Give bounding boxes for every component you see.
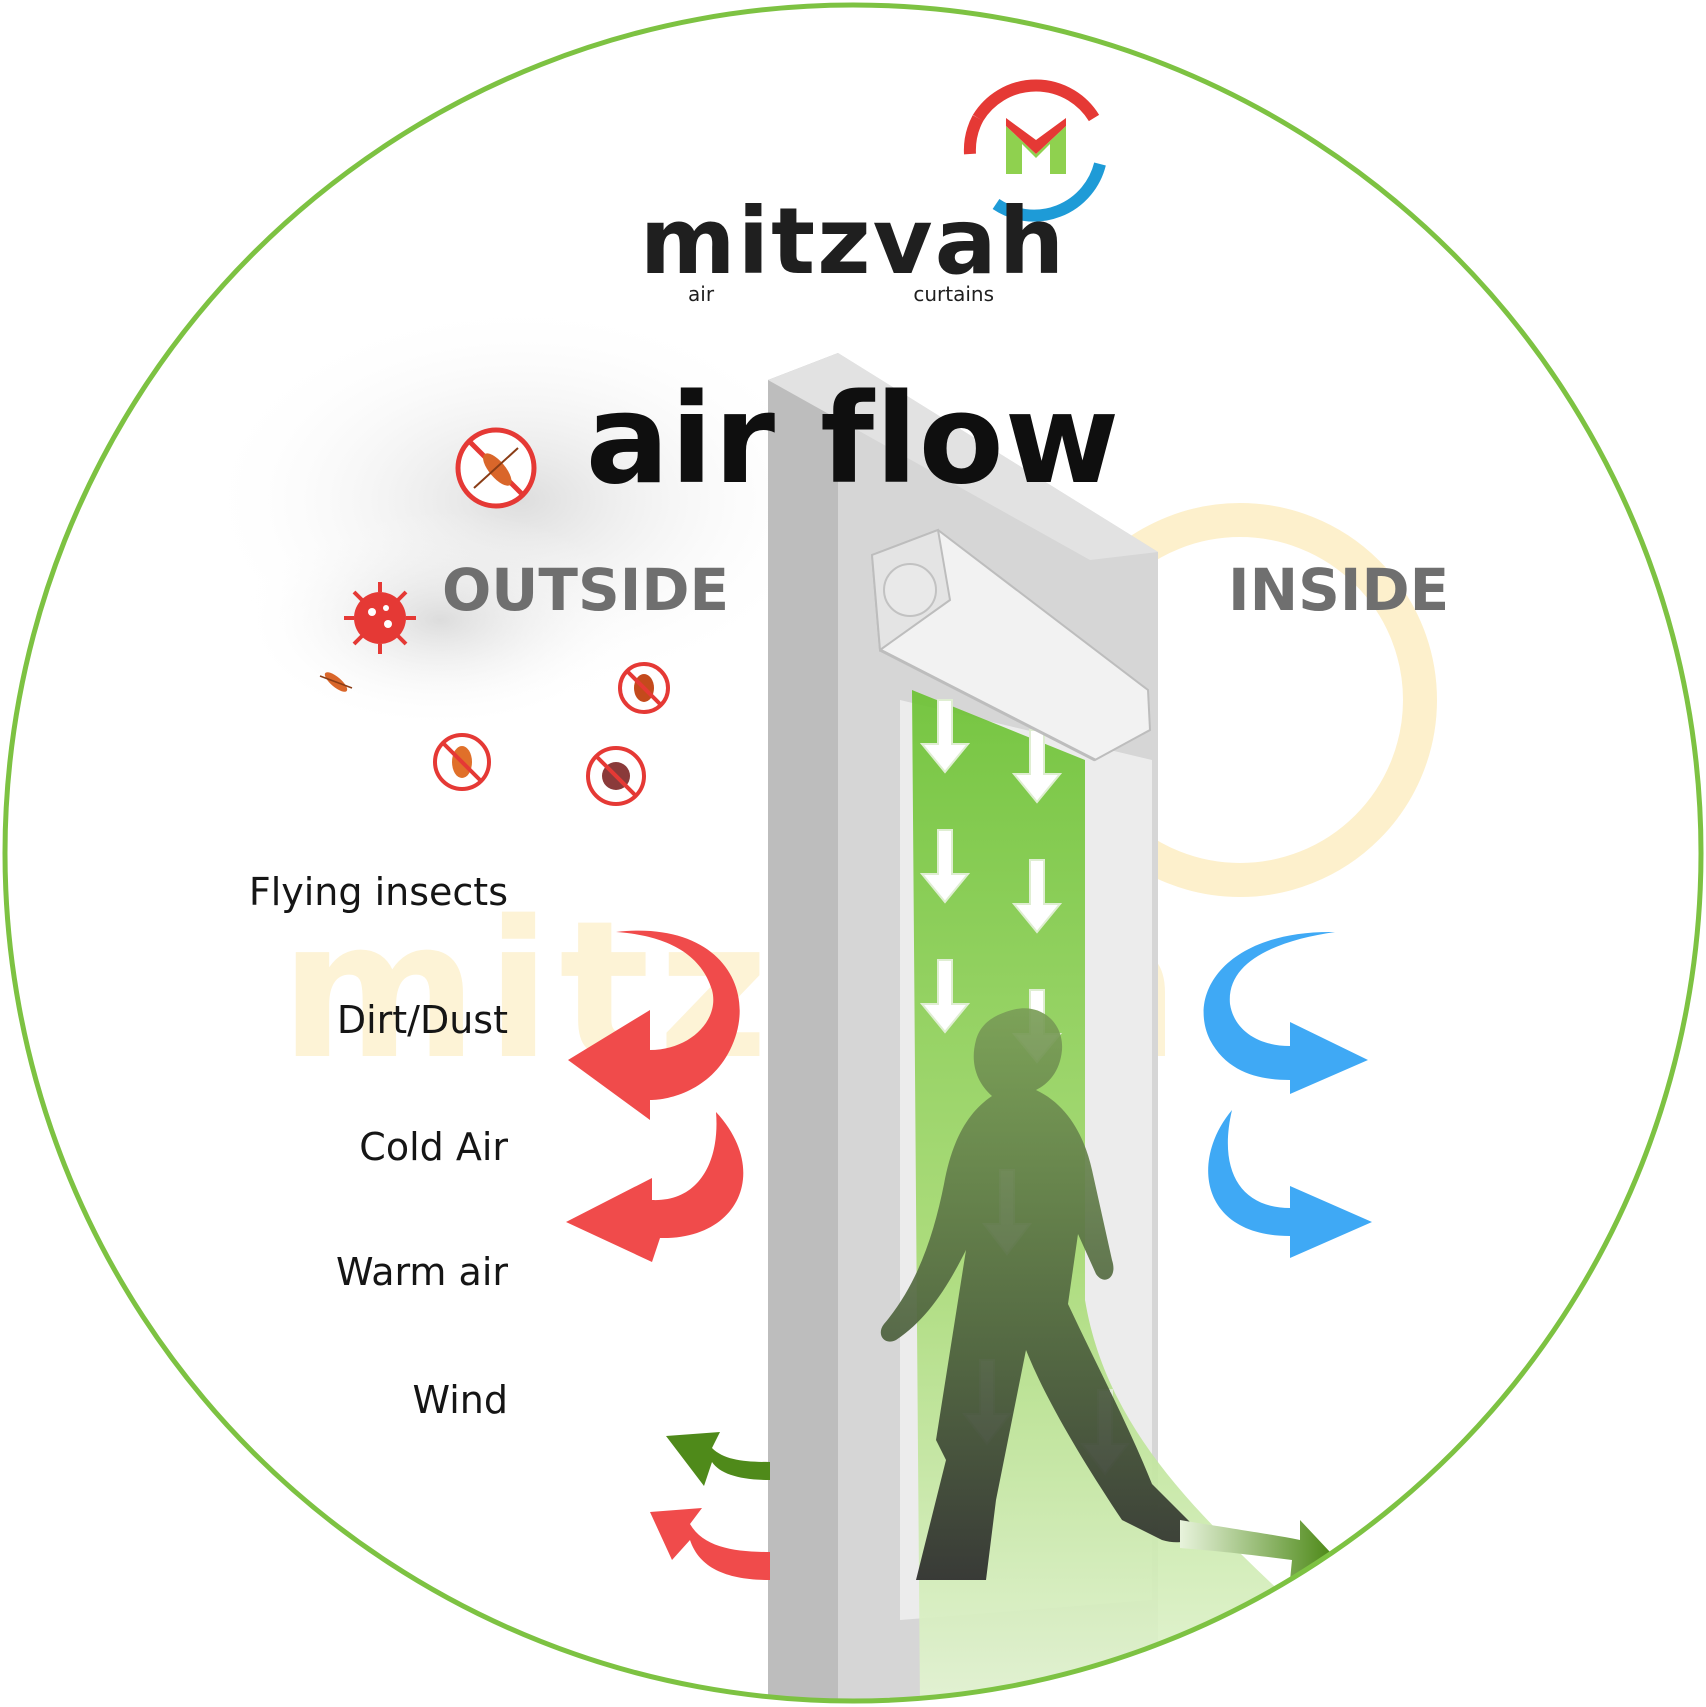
down-arrow-icon xyxy=(919,959,971,1034)
dust-cloud-2 xyxy=(240,510,640,730)
outside-deflect-arrows xyxy=(566,930,770,1580)
blue-curved-arrow-icon xyxy=(1203,931,1368,1094)
mitzvah-m-logo xyxy=(963,79,1106,222)
green-wind-arrow-icon xyxy=(666,1432,770,1486)
item-dirt-dust: Dirt/Dust xyxy=(336,998,508,1042)
item-wind: Wind xyxy=(412,1378,508,1422)
pest-icons xyxy=(319,427,670,806)
red-small-arrow-icon xyxy=(650,1508,770,1580)
down-arrow-icon xyxy=(919,829,971,904)
green-wind-arrow-icon xyxy=(1180,1520,1330,1580)
wind-arrows xyxy=(666,1432,1330,1580)
down-arrow-icon xyxy=(1011,859,1063,934)
red-curved-arrow-icon xyxy=(568,930,740,1120)
blue-curved-arrow-icon xyxy=(1208,1110,1372,1258)
virus-icon xyxy=(586,746,646,806)
virus-icon xyxy=(344,582,416,654)
inside-deflect-arrows xyxy=(1203,931,1372,1258)
down-arrow-icon xyxy=(919,699,971,774)
inside-label: INSIDE xyxy=(1228,556,1450,624)
fly-icon xyxy=(618,662,670,714)
wall-top-edge xyxy=(768,353,1158,560)
red-curved-arrow-icon xyxy=(566,1112,744,1262)
outside-label: OUTSIDE xyxy=(442,556,730,624)
brand-tagline: air curtains xyxy=(688,282,994,306)
fly-icon xyxy=(433,733,491,791)
mosquito-icon xyxy=(455,427,537,509)
item-cold-air: Cold Air xyxy=(359,1125,508,1169)
brand-name: mitzvah xyxy=(639,188,1067,295)
walking-person-silhouette xyxy=(880,1008,1194,1580)
item-flying-insects: Flying insects xyxy=(248,870,508,914)
air-curtain-unit xyxy=(870,528,1152,762)
mosquito-icon xyxy=(319,672,353,692)
airflow-stream xyxy=(912,690,1330,1701)
item-warm-air: Warm air xyxy=(336,1250,508,1294)
down-arrow-icon xyxy=(1011,729,1063,804)
wall-left-face xyxy=(768,353,838,1701)
diagram-title: air flow xyxy=(585,368,1121,512)
